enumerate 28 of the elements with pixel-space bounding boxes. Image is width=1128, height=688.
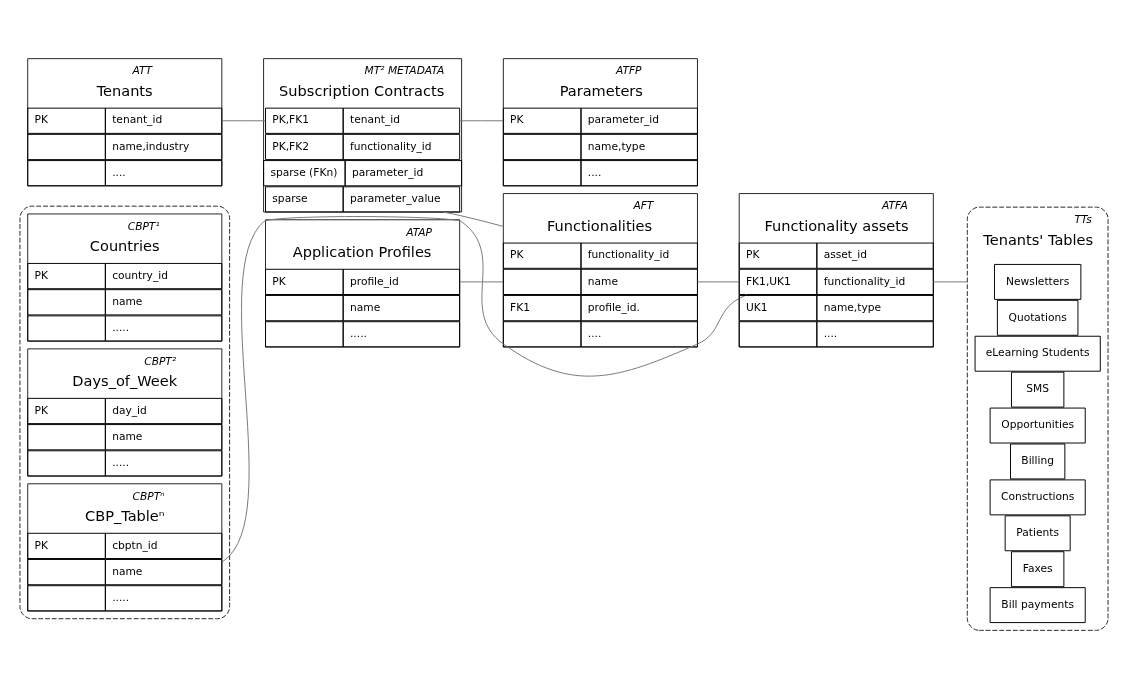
connector: [221, 119, 266, 121]
node-label: CBPT²: [144, 354, 177, 368]
node-label: CBPT¹: [127, 219, 160, 233]
connector: [932, 280, 968, 282]
connector: [697, 280, 740, 282]
node-box: Newsletters: [994, 263, 1082, 300]
node-label: TTs: [1074, 212, 1092, 226]
node-box: eLearning Students: [974, 335, 1101, 372]
node-box: Quotations: [996, 299, 1079, 336]
node-box: Opportunities: [989, 407, 1086, 443]
node-box: Faxes: [1010, 550, 1065, 587]
node-label: MT² METADATA: [364, 63, 445, 77]
connector: [221, 215, 748, 563]
node-label: ATFA: [881, 198, 908, 212]
connector: [459, 119, 504, 121]
node-box: Patients: [1004, 514, 1071, 551]
node-label: ATFP: [615, 63, 642, 77]
node-label: ATAP: [406, 225, 433, 239]
cluster: [19, 205, 231, 619]
node-label: CBPTⁿ: [132, 489, 165, 503]
connector: [459, 280, 504, 282]
node-box: Bill payments: [989, 586, 1086, 623]
node-box: Billing: [1010, 443, 1066, 479]
node-box: Constructions: [989, 478, 1086, 515]
node-label: ATT: [132, 63, 153, 77]
node-label: AFT: [633, 198, 654, 212]
connector: [442, 211, 504, 227]
node-box: SMS: [1010, 371, 1065, 408]
